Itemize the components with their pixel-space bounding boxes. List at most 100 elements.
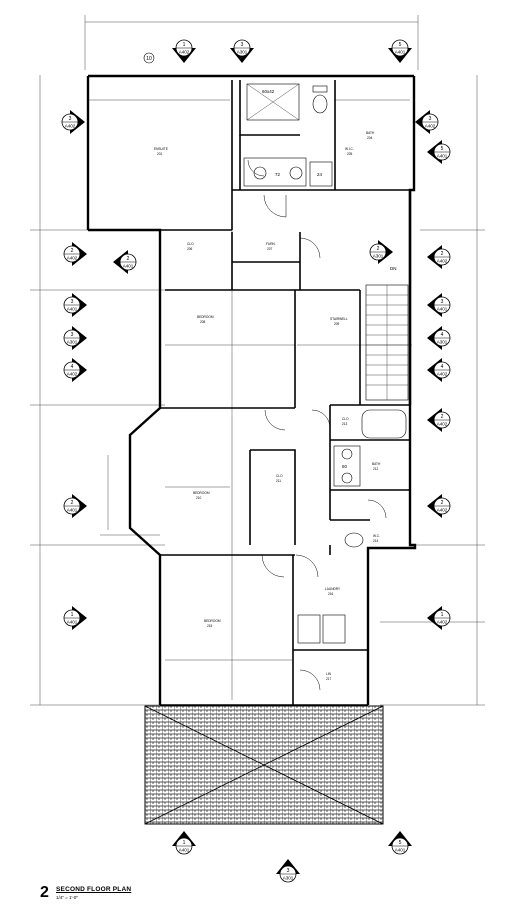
- section-marker-sheet: A402: [179, 50, 190, 55]
- room-furn: FURN. 207: [266, 242, 276, 251]
- svg-text:210: 210: [196, 496, 202, 500]
- svg-text:204: 204: [367, 136, 373, 140]
- section-marker-sheet: A401: [437, 154, 448, 159]
- lav-size-60: 60: [342, 464, 348, 469]
- section-marker-sheet: A402: [437, 508, 448, 513]
- drawing-scale: 1/4" = 1'-0": [56, 895, 78, 900]
- section-marker-sheet: A402: [425, 124, 436, 129]
- section-marker-sheet: A401: [67, 307, 78, 312]
- section-marker-sheet: A401: [395, 50, 406, 55]
- section-marker-sheet: A401: [67, 508, 78, 513]
- section-marker-sheet: A301: [237, 50, 248, 55]
- svg-text:215: 215: [207, 624, 213, 628]
- svg-text:LAUNDRY: LAUNDRY: [325, 587, 341, 591]
- svg-text:212: 212: [373, 467, 379, 471]
- lav-size-72: 72: [275, 172, 281, 177]
- section-marker-number: 5: [399, 840, 402, 846]
- section-marker-sheet: A301: [373, 254, 384, 259]
- svg-text:CLO: CLO: [342, 417, 349, 421]
- toilet-1: [312, 94, 328, 114]
- section-marker-sheet: A301: [437, 340, 448, 345]
- svg-text:STAIRWELL: STAIRWELL: [330, 317, 348, 321]
- section-marker-number: 2: [441, 414, 444, 420]
- section-marker-number: 4: [441, 364, 444, 370]
- room-clo-213: CLO 213: [342, 417, 349, 426]
- section-marker-number: 1: [441, 612, 444, 618]
- section-marker-sheet: A402: [67, 256, 78, 261]
- washer: [297, 614, 321, 644]
- room-bedroom-210: BEDROOM 210: [193, 491, 210, 500]
- drawing-number: 2: [40, 884, 49, 901]
- section-marker-sheet: A402: [437, 372, 448, 377]
- room-clo-211: CLO 211: [276, 474, 283, 483]
- section-marker-number: 1: [183, 42, 186, 48]
- room-stairwell: STAIRWELL 209: [330, 317, 348, 326]
- room-bath-212: BATH 212: [372, 462, 381, 471]
- section-marker-number: 3: [71, 332, 74, 338]
- section-marker-number: 1: [183, 840, 186, 846]
- section-marker-number: 2: [441, 500, 444, 506]
- section-marker-sheet: A401: [179, 848, 190, 853]
- svg-text:ENSUITE: ENSUITE: [154, 147, 168, 151]
- room-labels: ENSUITE 201 BATH 204 W.I.C. 205 CLO 206 …: [154, 131, 381, 681]
- stair-direction: DN: [390, 266, 397, 271]
- door-swings: [247, 159, 387, 691]
- svg-text:FURN.: FURN.: [266, 242, 276, 246]
- room-wc: W.C. 214: [373, 534, 380, 543]
- room-wic: W.I.C. 205: [345, 147, 354, 156]
- section-marker-sheet: A401: [67, 620, 78, 625]
- svg-text:BEDROOM: BEDROOM: [197, 315, 214, 319]
- stair: [365, 284, 409, 401]
- section-marker-number: 5: [441, 146, 444, 152]
- svg-text:BEDROOM: BEDROOM: [204, 619, 221, 623]
- svg-text:10: 10: [146, 56, 152, 62]
- section-marker-number: 2: [71, 248, 74, 254]
- section-marker-sheet: A401: [123, 264, 134, 269]
- tub: [361, 409, 407, 439]
- lav-size-24: 24: [317, 172, 323, 177]
- room-ensuite: ENSUITE 201: [154, 147, 168, 156]
- svg-text:206: 206: [187, 247, 193, 251]
- section-marker-number: 4: [71, 364, 74, 370]
- svg-text:216: 216: [328, 592, 334, 596]
- section-marker-sheet: A301: [67, 340, 78, 345]
- svg-text:207: 207: [267, 247, 273, 251]
- dryer: [322, 614, 346, 644]
- section-marker-sheet: A401: [395, 848, 406, 853]
- interior-walls: [88, 80, 410, 706]
- vanity-2: [333, 445, 361, 487]
- svg-text:208: 208: [200, 320, 206, 324]
- svg-text:BATH: BATH: [372, 462, 381, 466]
- svg-text:BATH: BATH: [366, 131, 375, 135]
- section-marker-number: 3: [441, 299, 444, 305]
- section-marker-number: 3: [287, 868, 290, 874]
- section-marker-number: 2: [441, 251, 444, 257]
- shower-stall: [246, 83, 300, 121]
- section-marker-sheet: A401: [437, 307, 448, 312]
- section-marker-sheet: A402: [437, 620, 448, 625]
- section-marker-number: 3: [429, 116, 432, 122]
- svg-text:W.C.: W.C.: [373, 534, 380, 538]
- section-marker-sheet: A402: [437, 259, 448, 264]
- vanity-1: [243, 157, 307, 187]
- svg-text:213: 213: [342, 422, 348, 426]
- section-marker-number: 3: [241, 42, 244, 48]
- section-marker-number: 3: [71, 299, 74, 305]
- svg-text:W.I.C.: W.I.C.: [345, 147, 354, 151]
- section-marker-number: 2: [377, 246, 380, 252]
- room-laundry: LAUNDRY 216: [325, 587, 341, 596]
